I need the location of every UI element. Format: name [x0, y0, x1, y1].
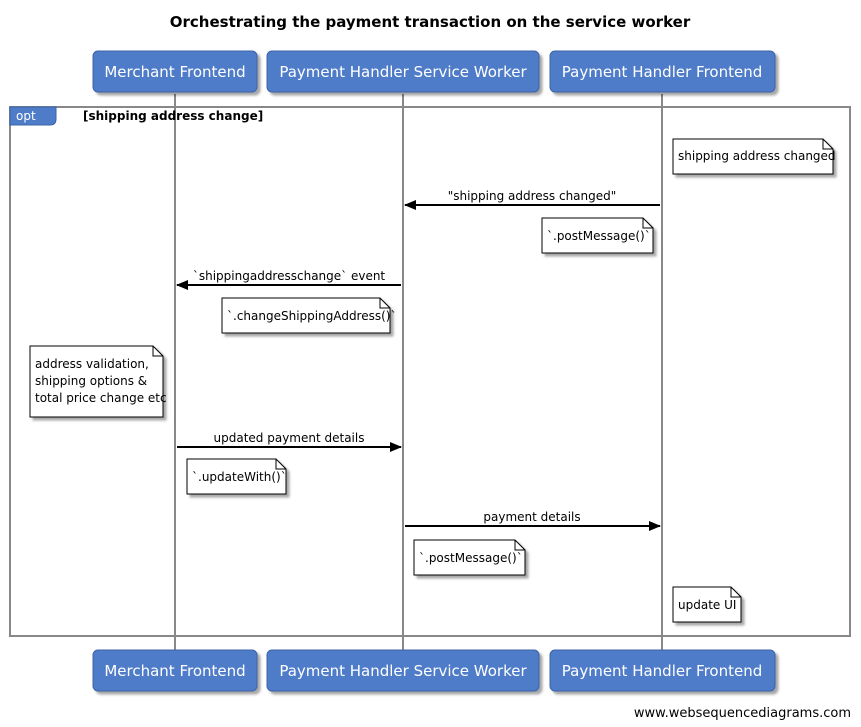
opt-condition: [shipping address change] — [83, 109, 263, 123]
message-payment-details: payment details — [405, 510, 661, 531]
note-change-shipping-address: `.changeShippingAddress()` — [221, 297, 396, 334]
actor-label: Payment Handler Service Worker — [279, 662, 527, 680]
actor-label: Merchant Frontend — [104, 63, 245, 81]
note-line: `.updateWith()` — [192, 470, 287, 484]
diagram-title: Orchestrating the payment transaction on… — [170, 13, 691, 31]
note-shipping-address-changed: shipping address changed — [672, 138, 836, 175]
actor-label: Payment Handler Frontend — [562, 662, 762, 680]
note-line: address validation, — [35, 357, 149, 371]
note-post-message-2: `.postMessage()` — [413, 539, 526, 576]
note-line: `.changeShippingAddress()` — [227, 309, 396, 323]
actor-box-service-worker-top: Payment Handler Service Worker — [266, 50, 540, 93]
footer-watermark: www.websequencediagrams.com — [634, 706, 851, 721]
opt-keyword: opt — [16, 109, 36, 123]
message-shipping-address-changed: "shipping address changed" — [404, 189, 660, 210]
actor-box-handler-frontend-bottom: Payment Handler Frontend — [549, 649, 776, 692]
message-label: updated payment details — [214, 431, 365, 445]
message-shippingaddresschange-event: `shippingaddresschange` event — [176, 269, 401, 290]
note-line: update UI — [678, 598, 736, 612]
opt-frame-tab — [9, 106, 57, 126]
note-post-message-1: `.postMessage()` — [541, 217, 654, 254]
note-address-validation: address validation, shipping options & t… — [29, 345, 167, 418]
message-updated-payment-details: updated payment details — [177, 431, 402, 452]
note-line: shipping address changed — [678, 149, 836, 163]
message-label: "shipping address changed" — [448, 189, 617, 203]
actor-box-merchant-bottom: Merchant Frontend — [92, 649, 258, 692]
note-line: `.postMessage()` — [419, 551, 523, 565]
message-label: payment details — [483, 510, 580, 524]
note-line: total price change etc — [35, 391, 167, 405]
note-update-with: `.updateWith()` — [186, 458, 287, 495]
actor-box-service-worker-bottom: Payment Handler Service Worker — [266, 649, 540, 692]
note-line: shipping options & — [35, 374, 147, 388]
message-label: `shippingaddresschange` event — [193, 269, 386, 283]
note-update-ui: update UI — [672, 586, 742, 623]
actor-label: Payment Handler Service Worker — [279, 63, 527, 81]
actor-box-handler-frontend-top: Payment Handler Frontend — [549, 50, 776, 93]
actor-label: Merchant Frontend — [104, 662, 245, 680]
opt-frame: opt [shipping address change] — [9, 106, 851, 637]
actor-box-merchant-top: Merchant Frontend — [92, 50, 258, 93]
actor-label: Payment Handler Frontend — [562, 63, 762, 81]
note-line: `.postMessage()` — [547, 229, 651, 243]
